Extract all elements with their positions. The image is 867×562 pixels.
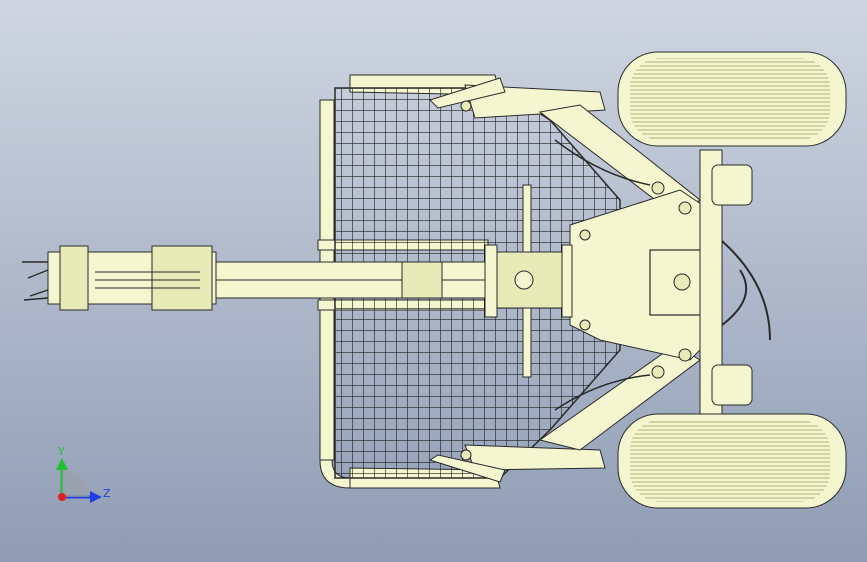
wheel-bottom[interactable] <box>617 413 847 509</box>
curved-guard-lower <box>554 374 651 411</box>
y-axis-head <box>56 458 68 470</box>
pivot-pin <box>579 229 591 241</box>
pivot-pin <box>460 449 472 461</box>
x-axis-dot <box>58 493 66 501</box>
pivot-pin <box>678 348 692 362</box>
lower-arm <box>464 444 606 471</box>
pivot-pin <box>651 181 665 195</box>
axis-label-z: Z <box>103 487 111 500</box>
hitch-rods <box>95 271 200 289</box>
machine-assembly[interactable] <box>22 51 847 509</box>
curved-guard-upper <box>554 139 651 186</box>
hub-top <box>711 164 753 206</box>
hitch-head[interactable] <box>22 245 217 311</box>
xy-plane-shade <box>62 470 89 497</box>
hitch-clamp <box>59 245 89 311</box>
coupling-hub <box>514 270 534 290</box>
hub-bottom <box>711 364 753 406</box>
upper-link <box>429 77 506 109</box>
gearbox-cover-bolt <box>673 273 691 291</box>
coordinate-triad[interactable]: Y Z <box>56 445 111 503</box>
hitch-claw <box>22 261 49 301</box>
hydraulic-hose <box>714 234 771 341</box>
boom-flange <box>484 244 498 318</box>
pivot-pin <box>460 100 472 112</box>
z-axis-head <box>90 491 102 503</box>
lower-link <box>428 454 506 483</box>
boom-collar <box>401 261 443 299</box>
pivot-pin <box>678 201 692 215</box>
pivot-pin <box>651 365 665 379</box>
coupling-flange <box>561 244 573 318</box>
pivot-pin <box>579 319 591 331</box>
axis-label-y: Y <box>57 445 65 458</box>
wheel-top[interactable] <box>617 51 847 147</box>
drawbar-boom[interactable] <box>209 244 573 318</box>
hitch-bracket <box>151 245 213 311</box>
